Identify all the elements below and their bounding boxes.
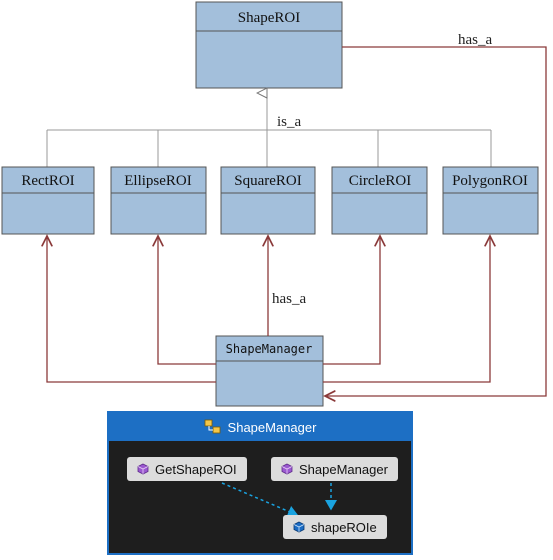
class-ellipseroi: EllipseROI (110, 166, 207, 235)
class-name-shapemanager: ShapeManager (226, 342, 313, 356)
association-lines (47, 46, 547, 396)
code-map-canvas: GetShapeROI ShapeManager shapeROIe (119, 443, 401, 547)
class-circleroi: CircleROI (331, 166, 428, 235)
node-shapemanager[interactable]: ShapeManager (271, 457, 398, 481)
node-shaperoie[interactable]: shapeROIe (283, 515, 387, 539)
class-shapemanager: ShapeManager (215, 335, 324, 407)
code-map-title: ShapeManager (227, 419, 317, 435)
class-name-shaperoi: ShapeROI (238, 10, 301, 26)
code-map-links (221, 482, 337, 517)
class-name-circleroi: CircleROI (349, 173, 411, 189)
node-label: GetShapeROI (155, 461, 237, 477)
class-polygonroi: PolygonROI (442, 166, 539, 235)
class-rectroi: RectROI (1, 166, 95, 235)
node-label: ShapeManager (299, 461, 388, 477)
link-getshaperoi-to-shaperoie (221, 482, 299, 517)
class-name-rectroi: RectROI (21, 173, 74, 189)
field-icon (293, 521, 305, 533)
label-is-a: is_a (277, 114, 302, 130)
class-shaperoi: ShapeROI (195, 1, 343, 89)
method-icon (281, 463, 293, 475)
method-icon (137, 463, 149, 475)
class-squareroi: SquareROI (220, 166, 316, 235)
inheritance-lines (46, 93, 492, 167)
class-name-ellipseroi: EllipseROI (124, 173, 192, 189)
class-diagram-icon (204, 419, 220, 434)
class-name-polygonroi: PolygonROI (452, 173, 528, 189)
label-has-a-top: has_a (458, 32, 492, 48)
node-getshaperoi[interactable]: GetShapeROI (127, 457, 247, 481)
node-label: shapeROIe (311, 519, 377, 535)
code-map-header: ShapeManager (109, 413, 411, 441)
uml-diagram: ShapeROI is_a RectROI EllipseROI SquareR… (1, 1, 547, 407)
class-name-squareroi: SquareROI (234, 173, 302, 189)
label-has-a-middle: has_a (272, 291, 306, 307)
code-map-panel: ShapeManager GetShapeROI ShapeManage (107, 411, 413, 555)
